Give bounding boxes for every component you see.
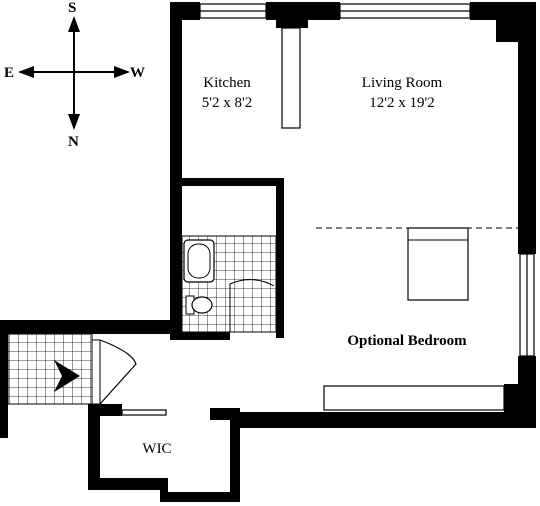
bed-icon	[407, 227, 469, 301]
wic-name: WIC	[142, 441, 171, 457]
toilet-icon	[185, 295, 213, 315]
kitchen-name: Kitchen	[203, 75, 251, 91]
living-room-name: Living Room	[362, 75, 443, 91]
windows	[199, 3, 535, 357]
compass-east-label: E	[4, 65, 14, 81]
entry-arrow-icon	[54, 360, 80, 392]
entry-door	[91, 339, 137, 405]
compass-west-label: W	[130, 65, 145, 81]
closet-doors	[121, 409, 167, 416]
compass-rose-icon	[18, 16, 130, 130]
kitchen-size: 5'2 x 8'2	[202, 95, 252, 111]
built-in-cabinet	[323, 385, 505, 411]
optional-bedroom-name: Optional Bedroom	[347, 333, 467, 349]
bathtub-icon	[183, 239, 215, 283]
living-room-size: 12'2 x 19'2	[369, 95, 434, 111]
compass-north-label: N	[68, 134, 79, 150]
compass-south-label: S	[68, 0, 76, 16]
kitchen-counter	[281, 27, 301, 129]
entry-foyer-floor	[8, 334, 92, 404]
bathroom-door	[229, 279, 275, 332]
